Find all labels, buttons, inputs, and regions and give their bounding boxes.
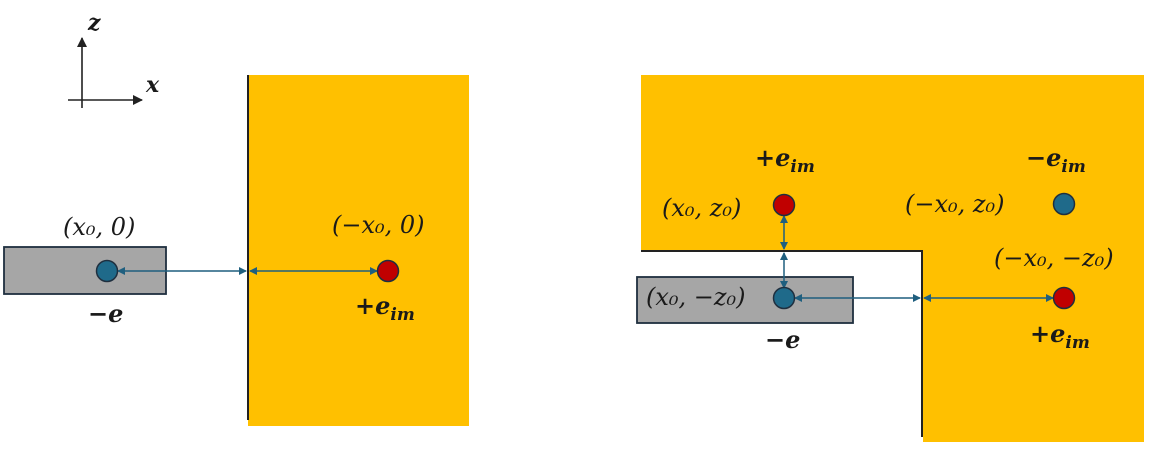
coord-x0-negz0: (x₀, −z₀) xyxy=(646,283,746,311)
coord-x0-z0: (x₀, z₀) xyxy=(662,194,741,222)
top-image-charge-subscript: im xyxy=(790,157,814,177)
electron-charge-label-right: −e xyxy=(765,325,800,354)
coord-negx0-negz0: (−x₀, −z₀) xyxy=(994,244,1114,272)
electron-coordinate-label: (x₀, 0) xyxy=(63,213,135,241)
left-panel: (x₀, 0) (−x₀, 0) −e +eim xyxy=(3,75,469,426)
electron-dot xyxy=(95,259,119,283)
top-image-charge-dot xyxy=(772,193,796,217)
right-panel: +eim −eim (x₀, z₀) (−x₀, z₀) (−x₀, −z₀) … xyxy=(636,75,1144,442)
top-image-charge-label: +eim xyxy=(755,143,815,177)
bottom-image-charge-subscript: im xyxy=(1065,333,1089,353)
top-right-charge-dot xyxy=(1052,192,1076,216)
bottom-image-charge-dot xyxy=(1052,286,1076,310)
l-shaped-metal xyxy=(641,75,1144,442)
top-right-charge-label: −eim xyxy=(1026,143,1086,177)
image-charge-label: +eim xyxy=(355,291,415,325)
coordinate-axes: z x xyxy=(68,10,160,108)
image-charge-dot xyxy=(376,259,400,283)
coord-negx0-z0: (−x₀, z₀) xyxy=(905,190,1005,218)
image-charge-subscript: im xyxy=(390,305,414,325)
image-coordinate-label: (−x₀, 0) xyxy=(332,211,425,239)
metal-block xyxy=(248,75,469,426)
electron-charge-label: −e xyxy=(88,299,123,328)
top-right-charge-subscript: im xyxy=(1061,157,1085,177)
x-axis-label: x xyxy=(145,72,160,98)
bottom-image-charge-label: +eim xyxy=(1030,319,1090,353)
electron-dot-right xyxy=(772,286,796,310)
z-axis-label: z xyxy=(87,10,101,36)
